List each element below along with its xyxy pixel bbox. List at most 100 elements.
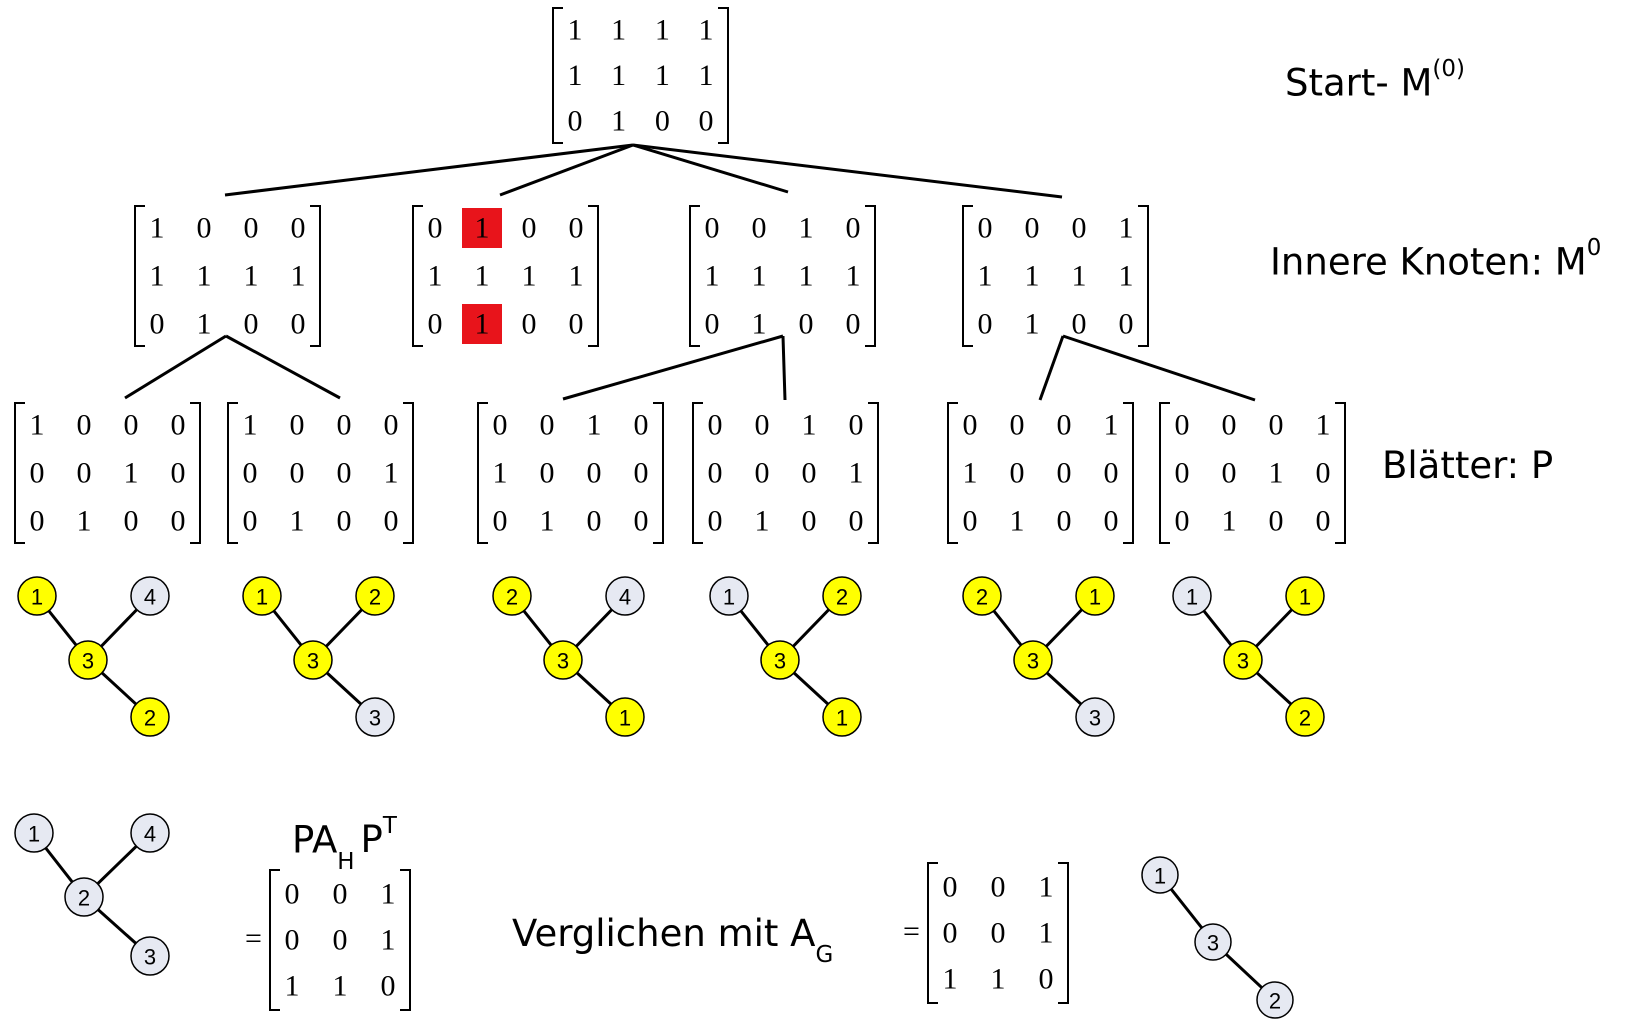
matrix-inner-2-cell: 0 bbox=[569, 308, 584, 341]
label-leaves-text: Blätter: P bbox=[1382, 444, 1554, 487]
graph-g-node-label: 1 bbox=[1154, 864, 1166, 889]
matrix-leaf-2-cell: 1 bbox=[243, 409, 258, 442]
leaf-graph-4-node-circle bbox=[822, 697, 862, 737]
matrix-leaf-6-cell: 0 bbox=[1269, 505, 1284, 538]
compare-sub: G bbox=[815, 942, 834, 969]
pahpt-t: T bbox=[382, 813, 397, 839]
leaf-graph-6-node-label: 3 bbox=[1237, 649, 1249, 674]
graph-h-node: 2 bbox=[64, 877, 104, 917]
matrix-pahpt-cell: 0 bbox=[285, 878, 300, 911]
leaf-graph-4-node: 2 bbox=[822, 576, 862, 616]
label-pahpt: PAHPT bbox=[292, 815, 397, 874]
leaf-graph-2-node-circle bbox=[355, 697, 395, 737]
leaf-graph-2-node-circle bbox=[355, 576, 395, 616]
matrix-leaf-3-cell: 1 bbox=[587, 409, 602, 442]
leaf-graph-5-node-label: 1 bbox=[1089, 585, 1101, 610]
matrix-inner-4-cell: 0 bbox=[1025, 212, 1040, 245]
matrix-inner-4-cell: 0 bbox=[978, 212, 993, 245]
leaf-graph-2-node-circle bbox=[293, 640, 333, 680]
matrix-leaf-1-left-bracket bbox=[14, 402, 25, 544]
matrix-leaf-6-cell: 0 bbox=[1316, 505, 1331, 538]
leaf-graph-6-node-circle bbox=[1172, 576, 1212, 616]
graph-h-node-label: 1 bbox=[28, 822, 40, 847]
matrix-ag-cell: 0 bbox=[991, 917, 1006, 950]
matrix-leaf-5-cell: 0 bbox=[1104, 505, 1119, 538]
matrix-root-cell: 1 bbox=[655, 59, 670, 92]
leaf-graph-5-node: 1 bbox=[1075, 576, 1115, 616]
matrix-leaf-5-cell: 1 bbox=[1104, 409, 1119, 442]
leaf-graph-1-node-circle bbox=[130, 697, 170, 737]
matrix-leaf-4-cell: 0 bbox=[708, 457, 723, 490]
matrix-leaf-2-cell: 0 bbox=[337, 457, 352, 490]
matrix-root-cell: 1 bbox=[611, 105, 626, 138]
matrix-ag-cell: 1 bbox=[991, 963, 1006, 996]
matrix-inner-2-cell: 1 bbox=[475, 308, 490, 341]
matrix-leaf-1-cell: 1 bbox=[30, 409, 45, 442]
matrix-leaf-3-cell: 0 bbox=[540, 457, 555, 490]
matrix-inner-1-cell: 0 bbox=[244, 212, 259, 245]
matrix-inner-2-cell: 0 bbox=[428, 308, 443, 341]
leaf-graph-1-node-label: 3 bbox=[82, 649, 94, 674]
matrix-pahpt-cell: 1 bbox=[381, 878, 396, 911]
matrix-inner-2-right-bracket bbox=[588, 205, 599, 347]
leaf-graph-6-node-label: 2 bbox=[1299, 706, 1311, 731]
leaf-graph-5-node-label: 3 bbox=[1089, 706, 1101, 731]
matrix-leaf-6-cell: 0 bbox=[1175, 505, 1190, 538]
leaf-graph-1-node: 4 bbox=[130, 576, 170, 616]
equals-pahpt: = bbox=[245, 924, 262, 954]
graph-h-node: 3 bbox=[130, 936, 170, 976]
leaf-graph-6-node: 2 bbox=[1285, 697, 1325, 737]
matrix-inner-4-cell: 0 bbox=[1072, 308, 1087, 341]
pahpt-p: P bbox=[292, 818, 312, 862]
leaf-graph-3-node-label: 2 bbox=[506, 585, 518, 610]
matrix-leaf-4-cell: 1 bbox=[755, 505, 770, 538]
matrix-inner-3-cell: 0 bbox=[846, 212, 861, 245]
matrix-inner-1-cell: 1 bbox=[197, 308, 212, 341]
matrix-leaf-4-cell: 0 bbox=[708, 505, 723, 538]
matrix-inner-3-cell: 0 bbox=[799, 308, 814, 341]
matrix-ag-cell: 0 bbox=[943, 871, 958, 904]
leaf-graph-6-node: 3 bbox=[1223, 640, 1263, 680]
matrix-inner-4-cell: 1 bbox=[1025, 308, 1040, 341]
leaf-graph-2-node: 3 bbox=[355, 697, 395, 737]
tree-edge bbox=[1038, 335, 1065, 401]
matrix-leaf-6-cell: 1 bbox=[1222, 505, 1237, 538]
matrix-leaf-1-cell: 1 bbox=[124, 457, 139, 490]
highlighted-cell bbox=[462, 208, 502, 248]
leaf-graph-4-node: 1 bbox=[709, 576, 749, 616]
matrix-inner-3-right-bracket bbox=[865, 205, 876, 347]
matrix-leaf-4-cell: 1 bbox=[849, 457, 864, 490]
matrix-inner-2-cell: 1 bbox=[475, 260, 490, 293]
graph-h-node-circle bbox=[130, 813, 170, 853]
matrix-leaf-2-cell: 0 bbox=[337, 409, 352, 442]
matrix-leaf-1-cell: 0 bbox=[77, 409, 92, 442]
matrix-inner-3-cell: 1 bbox=[846, 260, 861, 293]
graph-h-node-circle bbox=[130, 936, 170, 976]
leaf-graph-5-node: 2 bbox=[962, 576, 1002, 616]
graph-h-node-label: 4 bbox=[144, 822, 156, 847]
leaf-graph-1-node-circle bbox=[68, 640, 108, 680]
leaf-graph-5-node-circle bbox=[962, 576, 1002, 616]
matrix-pahpt-right-bracket bbox=[400, 869, 411, 1011]
leaf-graph-4-node-label: 3 bbox=[774, 649, 786, 674]
matrix-leaf-1-cell: 0 bbox=[124, 409, 139, 442]
matrix-ag-cell: 0 bbox=[943, 917, 958, 950]
label-inner-nodes: Innere Knoten: M0 bbox=[1270, 237, 1601, 284]
label-compare: Verglichen mit AG bbox=[512, 915, 833, 967]
matrix-pahpt-cell: 1 bbox=[285, 970, 300, 1003]
label-inner-text: Innere Knoten: M bbox=[1270, 240, 1587, 284]
matrix-root-cell: 1 bbox=[699, 14, 714, 47]
matrix-inner-3-cell: 0 bbox=[705, 212, 720, 245]
matrix-leaf-6-cell: 0 bbox=[1222, 457, 1237, 490]
matrix-inner-4-cell: 1 bbox=[978, 260, 993, 293]
matrix-leaf-1-cell: 0 bbox=[171, 505, 186, 538]
leaf-graph-3-node: 4 bbox=[605, 576, 645, 616]
matrix-pahpt-cell: 0 bbox=[333, 924, 348, 957]
leaf-graph-6-node-circle bbox=[1285, 697, 1325, 737]
matrix-inner-2-cell: 0 bbox=[428, 212, 443, 245]
